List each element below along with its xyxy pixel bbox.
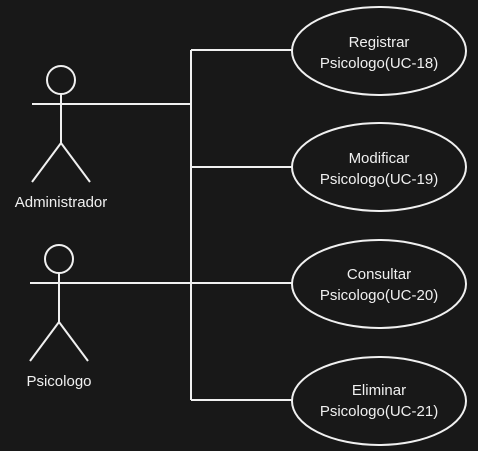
use-case-ellipse — [291, 356, 467, 446]
actor-administrador[interactable]: Administrador — [15, 65, 108, 211]
use-case-line2: Psicologo(UC-21) — [320, 403, 438, 420]
use-case-line2: Psicologo(UC-18) — [320, 55, 438, 72]
actor-label: Psicologo — [26, 373, 91, 390]
use-case-line2: Psicologo(UC-19) — [320, 171, 438, 188]
use-case-line1: Registrar — [349, 34, 410, 51]
use-case-uc-20[interactable]: Consultar Psicologo(UC-20) — [291, 239, 467, 329]
use-case-ellipse — [291, 122, 467, 212]
use-case-line2: Psicologo(UC-20) — [320, 287, 438, 304]
actor-left-leg — [31, 142, 62, 183]
actor-right-leg — [60, 142, 91, 183]
use-case-ellipse — [291, 239, 467, 329]
connectors — [88, 49, 292, 401]
use-case-uc-18[interactable]: Registrar Psicologo(UC-18) — [291, 6, 467, 96]
use-case-ellipse — [291, 6, 467, 96]
actor-psicologo[interactable]: Psicologo — [26, 244, 92, 390]
actor-head — [44, 244, 74, 274]
actor-right-leg — [58, 321, 89, 362]
actor-label: Administrador — [15, 194, 108, 211]
use-case-line1: Eliminar — [352, 382, 406, 399]
actor-left-leg — [29, 321, 60, 362]
actor-head — [46, 65, 76, 95]
use-case-line1: Consultar — [347, 266, 411, 283]
use-case-uc-21[interactable]: Eliminar Psicologo(UC-21) — [291, 356, 467, 446]
use-case-line1: Modificar — [349, 150, 410, 167]
use-case-uc-19[interactable]: Modificar Psicologo(UC-19) — [291, 122, 467, 212]
